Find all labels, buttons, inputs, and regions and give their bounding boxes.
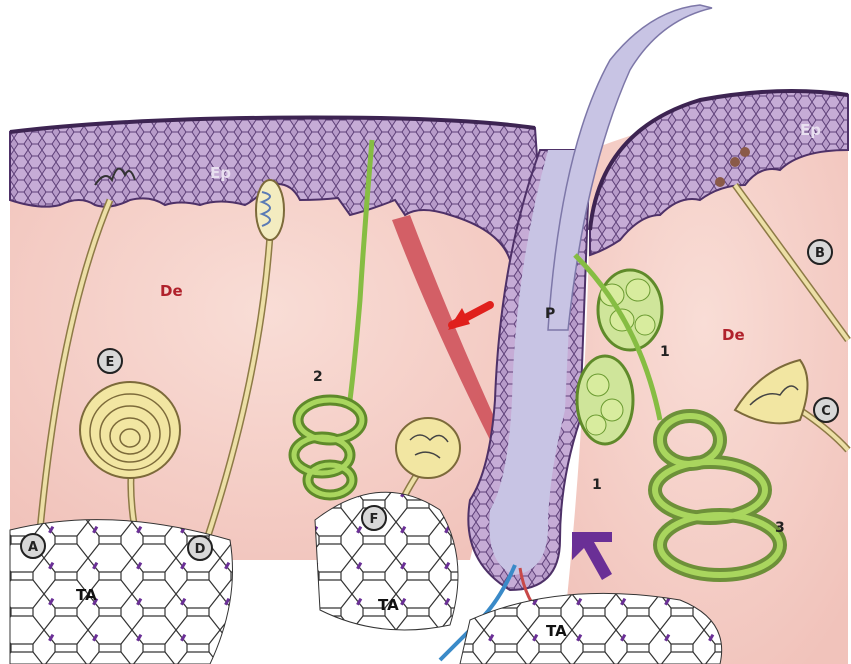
receptor-b: B bbox=[808, 240, 832, 264]
meissner-corpuscle bbox=[256, 180, 284, 240]
receptor-c-label: C bbox=[821, 404, 831, 419]
label-ta-right: TA bbox=[546, 622, 567, 640]
label-gland-1-upper: 1 bbox=[660, 344, 670, 360]
label-de-left: De bbox=[160, 282, 183, 300]
label-gland-1-lower: 1 bbox=[592, 477, 602, 493]
label-gland-2: 2 bbox=[313, 369, 323, 385]
receptor-d-label: D bbox=[195, 542, 206, 557]
receptor-f: F bbox=[362, 506, 386, 530]
label-p: P bbox=[545, 306, 555, 322]
sebaceous-gland-upper bbox=[598, 270, 662, 350]
receptor-a-label: A bbox=[28, 540, 38, 555]
label-ep-left: Ep bbox=[210, 164, 231, 182]
receptor-e: E bbox=[98, 349, 122, 373]
receptor-f-label: F bbox=[370, 512, 379, 527]
label-de-right: De bbox=[722, 326, 745, 344]
receptor-d: D bbox=[188, 536, 212, 560]
receptor-e-label: E bbox=[106, 355, 115, 370]
ruffini-corpuscle bbox=[396, 418, 460, 478]
label-ta-left: TA bbox=[76, 586, 97, 604]
label-gland-3: 3 bbox=[775, 520, 785, 536]
receptor-a: A bbox=[21, 534, 45, 558]
sebaceous-gland-lower bbox=[577, 356, 633, 444]
label-ep-right: Ep bbox=[800, 121, 821, 139]
receptor-c: C bbox=[814, 398, 838, 422]
pacinian-corpuscle bbox=[80, 382, 180, 478]
receptor-b-label: B bbox=[815, 246, 825, 261]
label-ta-center: TA bbox=[378, 596, 399, 614]
